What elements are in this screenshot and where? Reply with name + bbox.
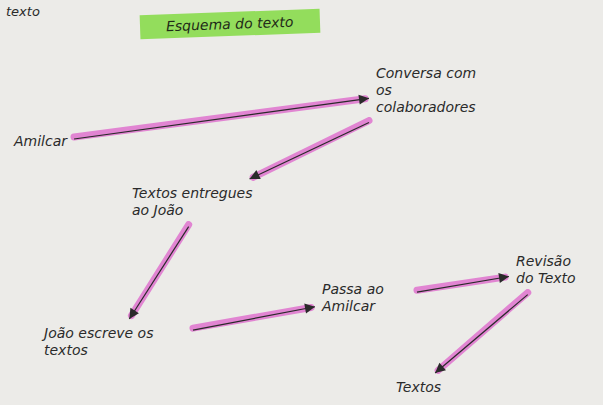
ink-line [129,227,188,319]
highlighter-arrow [193,304,315,331]
ink-line [435,295,528,373]
step-text: Textos entregues ao João [128,182,278,222]
step-text: Revisão do Texto [512,250,596,290]
arrow-head [250,170,261,179]
ink-line [74,98,369,139]
step-label: João escreve os textos [44,325,186,359]
step-text: João escreve os textos [40,322,190,362]
step-text: Conversa com os colaboradores [372,62,490,118]
arrow-head [304,304,315,314]
step-label: Textos [396,379,441,396]
ink-line [193,307,315,330]
highlighter-arrow [74,95,369,139]
highlighter-arrow [417,273,509,292]
arrow-head [498,273,509,283]
arrow-head [435,363,446,373]
step-label: Textos entregues ao João [132,185,274,219]
step-label: Amilcar [14,133,67,150]
step-text: Passa ao Amilcar [318,278,414,318]
highlighter-arrow [435,293,528,373]
step-label: Revisão do Texto [516,253,592,287]
arrow-head [129,308,139,319]
highlighter-arrow [129,225,188,319]
step-label: Conversa com os colaboradores [376,65,486,115]
note-label: texto [6,4,40,19]
ink-line [417,276,509,292]
arrow-head [358,95,369,105]
step-label: Passa ao Amilcar [322,281,410,315]
title-highlight: Esquema do texto [140,9,320,39]
highlighter-arrow [250,121,369,180]
step-text: Amilcar [10,130,71,153]
ink-line [250,123,369,179]
step-text: Textos [392,376,445,399]
